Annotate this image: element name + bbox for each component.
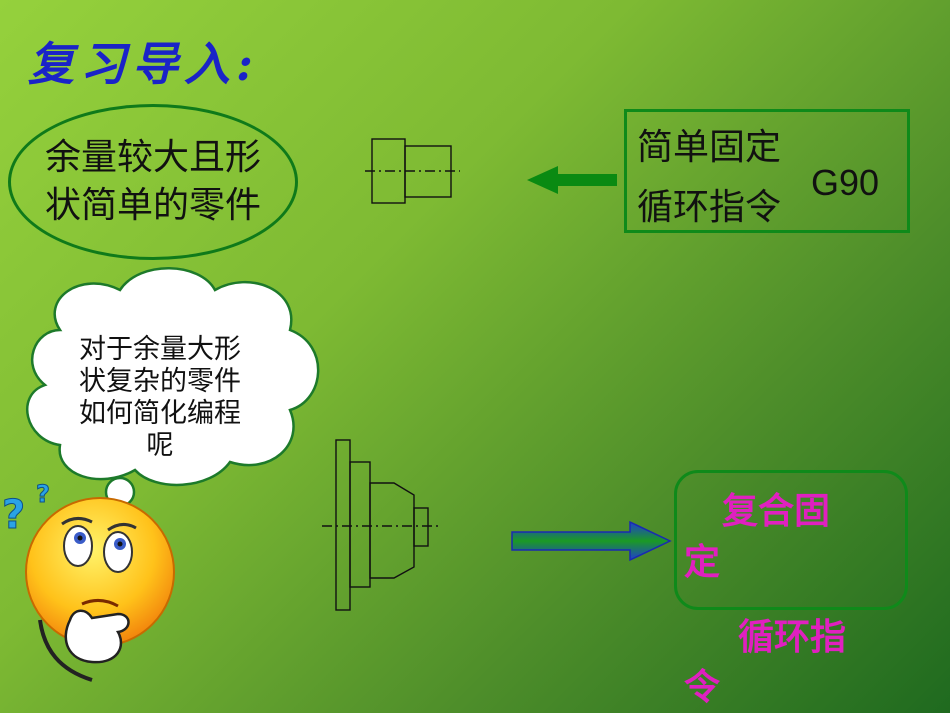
g90-code: G90: [811, 162, 880, 203]
cloud-line-2: 状复杂的零件: [79, 366, 241, 397]
thought-cloud-text: 对于余量大形 状复杂的零件 如何简化编程 呢: [62, 334, 258, 462]
cloud-line-4: 呢: [146, 430, 174, 461]
compound-cycle-line-3: 循环指: [738, 617, 847, 658]
left-arrow-icon: [527, 166, 617, 194]
simple-cycle-box: 简单固定 循环指令 G90: [624, 109, 910, 233]
slide-title: 复习导入:: [28, 37, 259, 91]
svg-text:?: ?: [2, 492, 25, 538]
compound-cycle-line-4: 令: [684, 667, 721, 708]
large-allowance-ellipse: 余量较大且形 状简单的零件: [8, 104, 298, 260]
cloud-line-1: 对于余量大形: [79, 334, 241, 365]
right-arrow-icon: [511, 520, 672, 562]
stepped-part-drawing-small: [365, 138, 460, 204]
svg-text:?: ?: [36, 480, 50, 508]
ellipse-line-2: 状简单的零件: [44, 185, 261, 226]
cloud-line-3: 如何简化编程: [79, 398, 241, 429]
simple-cycle-line-1: 简单固定: [637, 127, 782, 168]
compound-cycle-line-2: 定: [684, 542, 721, 583]
thought-cloud: [26, 267, 320, 525]
compound-cycle-box: [674, 470, 908, 610]
compound-cycle-line-1: 复合固: [722, 491, 831, 532]
thinking-face-icon: ? ?: [2, 480, 175, 682]
ellipse-line-1: 余量较大且形: [44, 137, 261, 178]
stepped-part-drawing-large: [322, 439, 438, 611]
simple-cycle-line-2: 循环指令: [637, 187, 782, 228]
